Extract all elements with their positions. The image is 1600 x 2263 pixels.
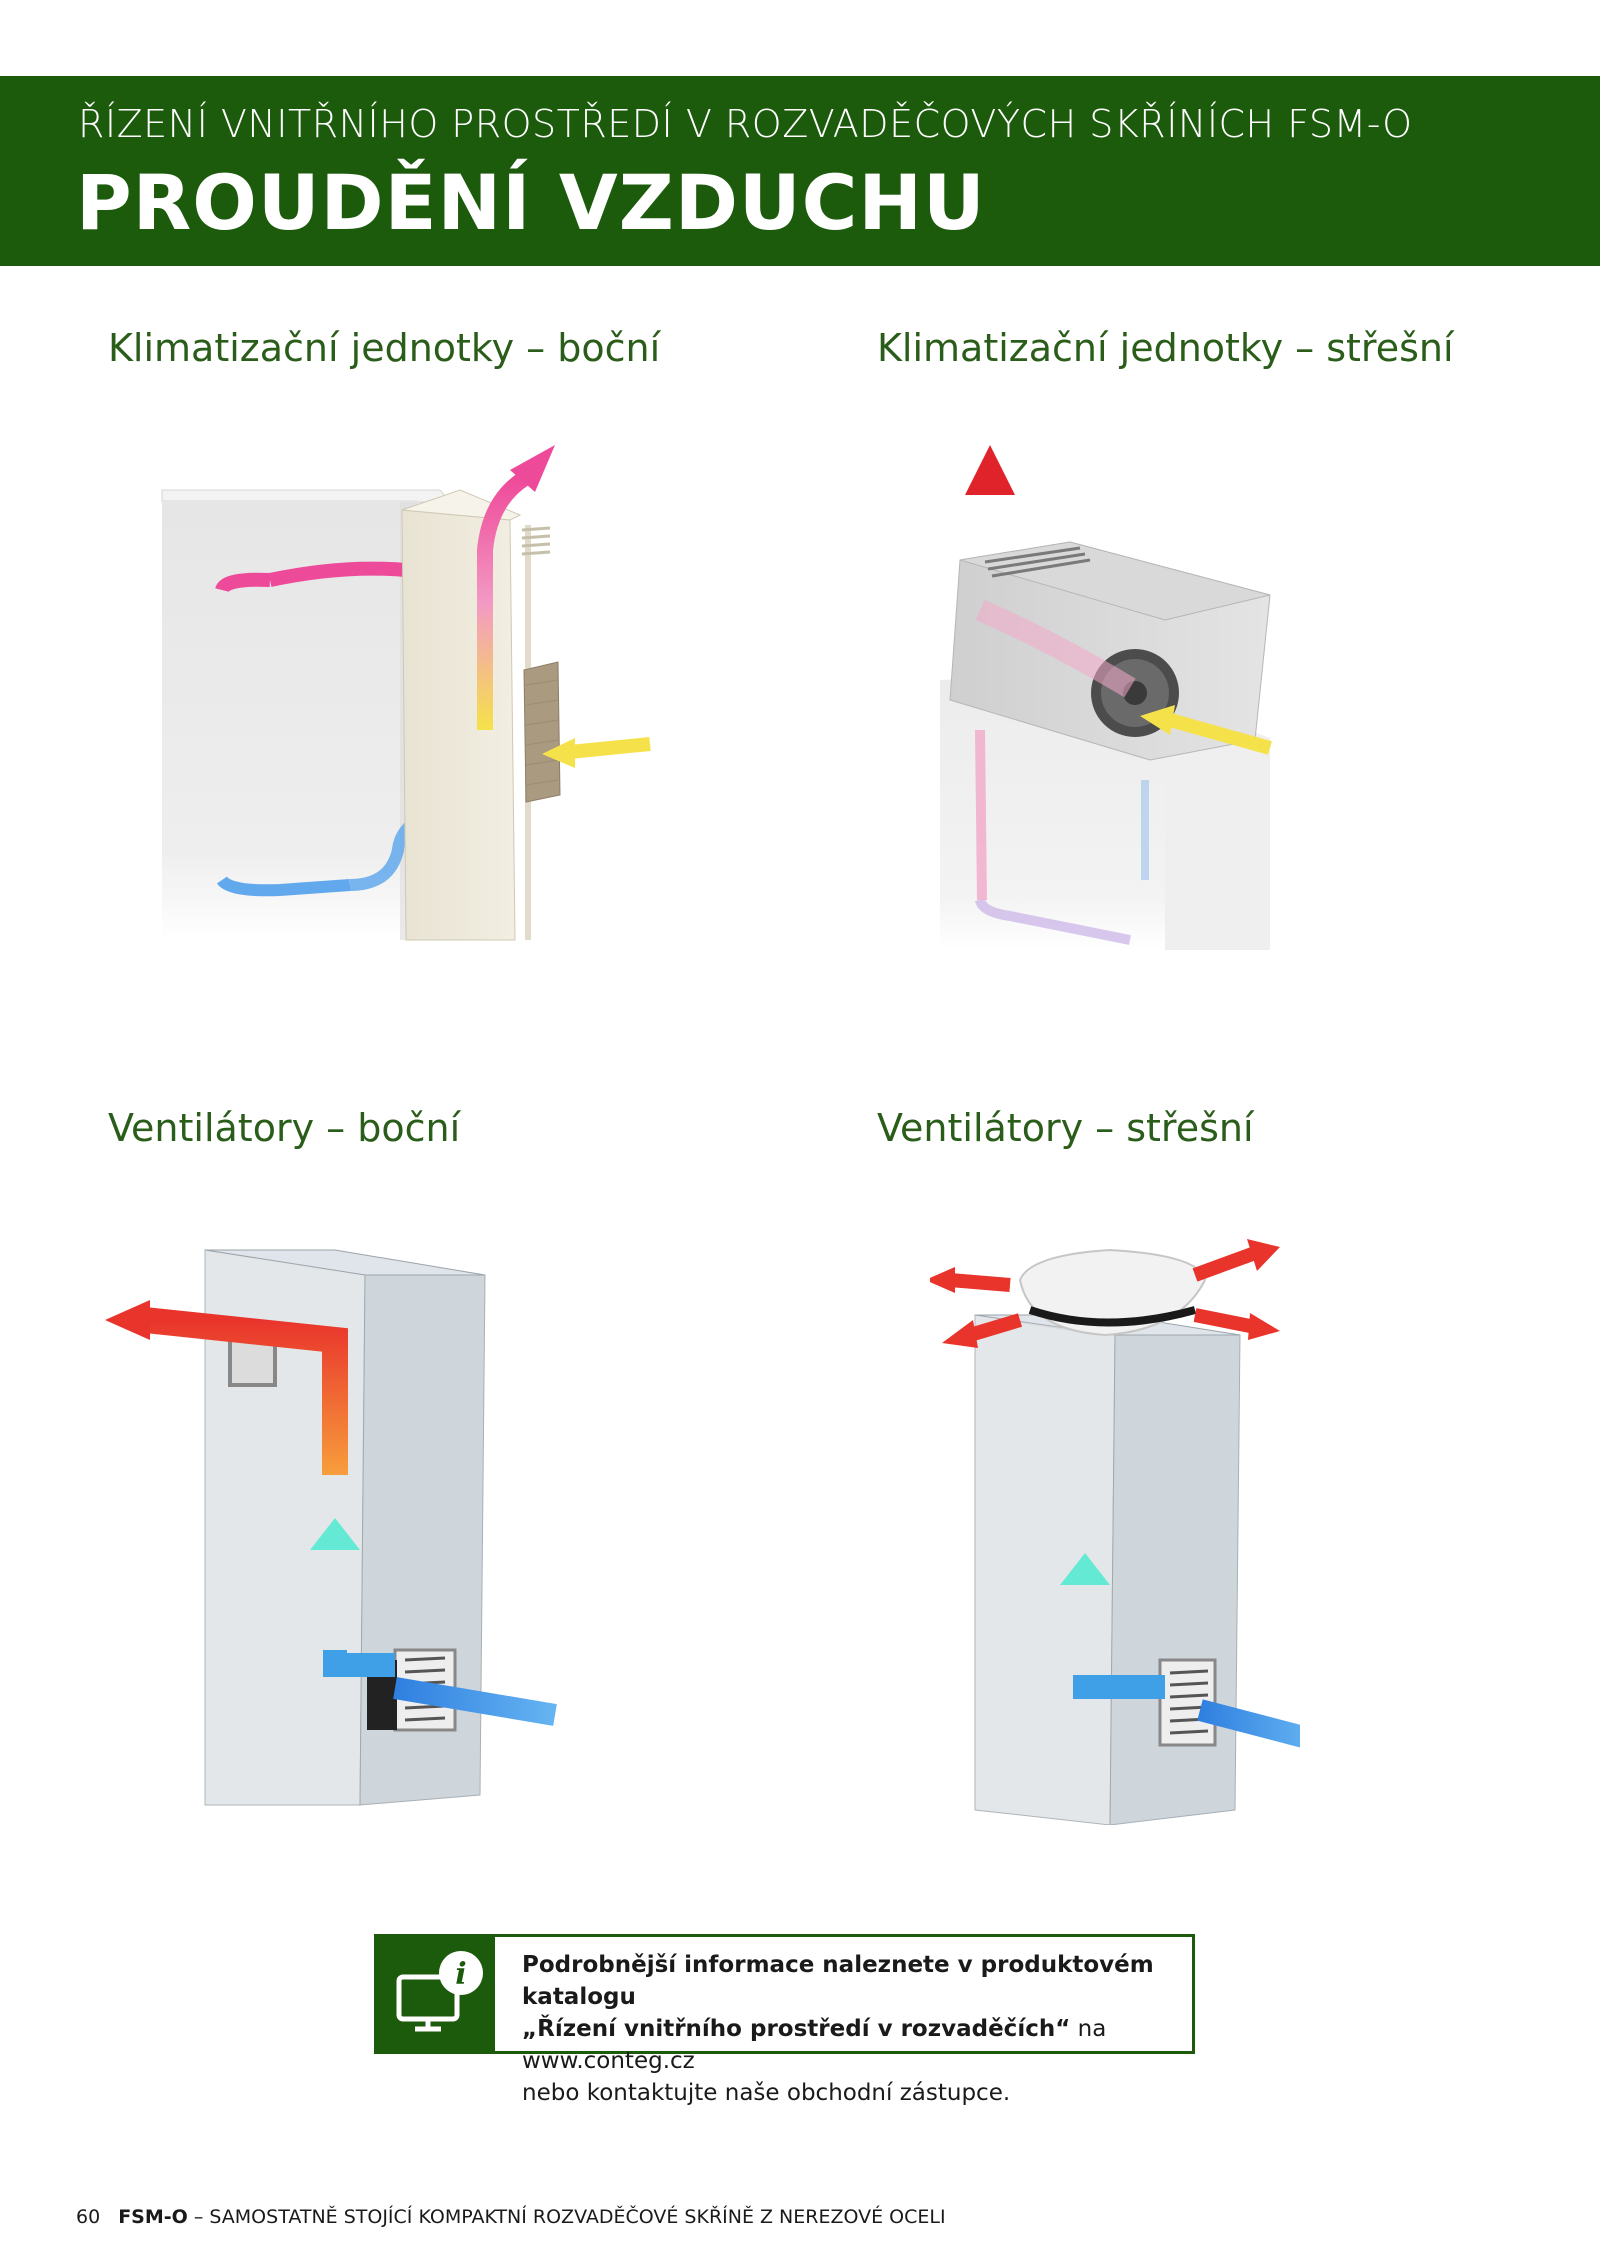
info-line-2: „Řízení vnitřního prostředí v rozvaděčíc… — [522, 2013, 1182, 2077]
section-title-fan-roof: Ventilátory – střešní — [877, 1106, 1254, 1150]
fan-roof-airflow-illustration — [930, 1239, 1300, 1825]
section-title-ac-side: Klimatizační jednotky – boční — [108, 326, 661, 370]
monitor-info-icon: i — [396, 1951, 483, 2032]
footer-brand: FSM-O — [118, 2206, 188, 2228]
footer-text: – SAMOSTATNĚ STOJÍCÍ KOMPAKTNÍ ROZVADĚČO… — [187, 2206, 946, 2228]
catalog-name: „Řízení vnitřního prostředí v rozvaděčíc… — [522, 2016, 1071, 2042]
info-line-2-rest: na www.conteg.cz — [522, 2016, 1107, 2074]
page-header: ŘÍZENÍ VNITŘNÍHO PROSTŘEDÍ V ROZVADĚČOVÝ… — [0, 76, 1600, 266]
svg-text:i: i — [455, 1957, 466, 1992]
page-title: PROUDĚNÍ VZDUCHU — [76, 158, 986, 247]
section-title-ac-roof: Klimatizační jednotky – střešní — [877, 326, 1454, 370]
page-footer: 60 FSM-O – SAMOSTATNĚ STOJÍCÍ KOMPAKTNÍ R… — [76, 2206, 946, 2228]
page-number: 60 — [76, 2206, 101, 2228]
info-icon-pane: i — [377, 1937, 495, 2051]
info-text: Podrobnější informace naleznete v produk… — [522, 1949, 1182, 2109]
ac-side-airflow-illustration — [161, 445, 651, 941]
info-line-1: Podrobnější informace naleznete v produk… — [522, 1952, 1154, 2010]
info-line-3: nebo kontaktujte naše obchodní zástupce. — [522, 2080, 1011, 2106]
info-box: i Podrobnější informace naleznete v prod… — [374, 1934, 1195, 2106]
ac-roof-airflow-illustration — [940, 445, 1272, 950]
header-kicker: ŘÍZENÍ VNITŘNÍHO PROSTŘEDÍ V ROZVADĚČOVÝ… — [78, 102, 1413, 146]
fan-side-airflow-illustration — [105, 1249, 557, 1806]
section-title-fan-side: Ventilátory – boční — [108, 1106, 461, 1150]
